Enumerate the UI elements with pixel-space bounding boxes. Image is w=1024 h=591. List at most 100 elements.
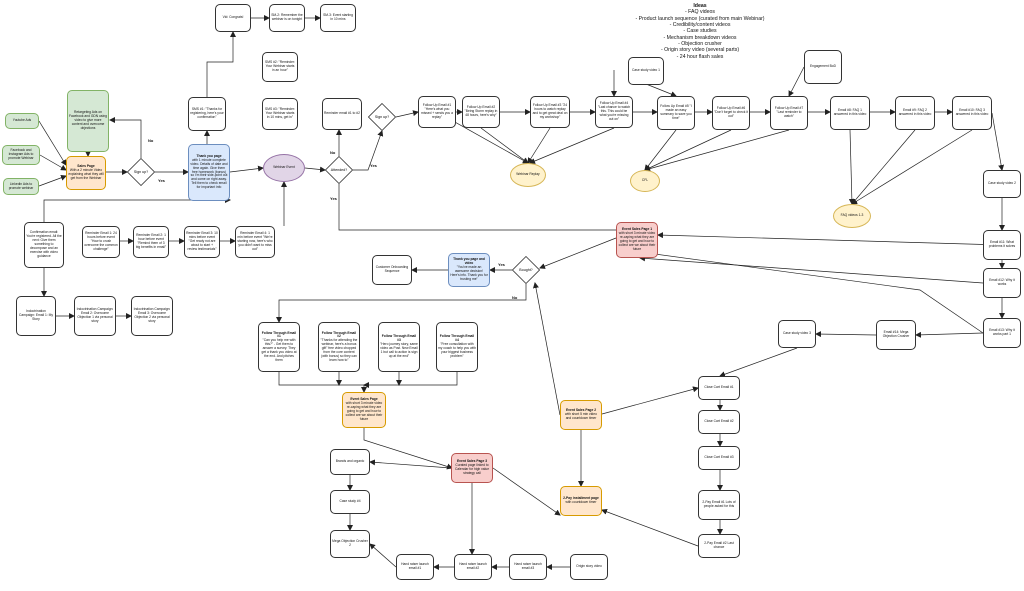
connector-40: [480, 127, 529, 164]
node-content: Reminder email #1 to #2: [324, 111, 360, 116]
node-facebook: Facebook and Instagram Ads to promote We…: [2, 145, 40, 165]
node-text: Hand raiser launch email #2: [459, 562, 487, 570]
node-content: Origin story video: [576, 564, 602, 569]
node-sms3: SMS #3: "Reminder: Your Webinar starts i…: [262, 98, 298, 130]
edge-label-no1: No: [148, 138, 154, 143]
node-title: Follow Through Email #2: [321, 330, 357, 339]
node-text: Follow Up Email #4 "Last chance to watch…: [597, 101, 631, 121]
node-close2: Close Cart Email #2: [698, 410, 740, 434]
node-text: Follow Up Email #1 "Here's what you miss…: [421, 103, 453, 119]
connector-47: [645, 83, 677, 97]
ideas-item: - Mechanism breakdown videos: [663, 34, 737, 41]
decision-signup: Sign up?: [127, 158, 155, 186]
node-content: Follow Up Email #7 "Last reminder to wat…: [772, 106, 806, 119]
connector-41: [527, 127, 551, 164]
edge-label-no3: No: [512, 295, 518, 300]
node-text: CFL: [641, 178, 649, 183]
node-ft2: Follow Through Email #2"Thanks for atten…: [318, 322, 360, 372]
node-text: Follow Up Email #6 "Don't forget to chec…: [714, 106, 748, 118]
node-text: Email #10: FAQ 3 answered in this video: [955, 108, 989, 116]
node-content: Webinar Replay: [516, 172, 539, 177]
node-ft1: Follow Through Email #1"Can you help me …: [258, 322, 300, 372]
node-content: Email #9: FAQ 2 answered in this video: [897, 108, 933, 117]
connector-12: [304, 166, 326, 173]
node-text: Close Cart Email #3: [704, 455, 734, 460]
node-text: SM-3: Event starting in 10 mins: [323, 13, 353, 21]
decision-bought: Bought?: [512, 256, 540, 284]
node-eng: Engagement BoD: [804, 50, 842, 84]
node-title: 2-Pay installment page: [563, 496, 599, 501]
node-text: SMS #1: "Thanks for registering, here's …: [190, 107, 224, 119]
node-youtube: Youtube Ads: [5, 113, 39, 129]
connector-lines: [38, 15, 1005, 570]
node-text: 2-Pay Email #1 Lots of people asked for …: [702, 500, 736, 508]
node-onboard: Customer Onboarding Sequence: [372, 255, 412, 285]
node-sms4: Vid: Congrats!: [215, 4, 251, 32]
node-content: Vid: Congrats!: [223, 15, 244, 20]
node-content: Indoctrination Campaign: Email 1: My Sto…: [18, 309, 54, 322]
node-remind: Reminder email #1 to #2: [322, 98, 362, 130]
node-content: Follow Through Email #3"Hero journey sto…: [380, 334, 418, 358]
edge-label-yes3: Yes: [330, 196, 337, 201]
node-text: Indoctrination Campaign: Email 3: Overco…: [133, 307, 171, 323]
connector-36: [601, 508, 699, 547]
node-content: Youtube Ads: [13, 118, 31, 123]
node-text: with short 3 minute video re-caping what…: [618, 231, 656, 251]
node-content: Mega Objection Crusher 2: [332, 539, 368, 548]
connector-50: [851, 129, 916, 205]
node-text: Email #12: Why it works: [989, 278, 1015, 286]
node-ft4: Follow Through Email #4"Free consultatio…: [436, 322, 478, 372]
ideas-item: - Origin story video (several parts): [660, 47, 740, 54]
ideas-item: - 24 hour flash sales: [676, 53, 724, 60]
connector-25: [991, 112, 1005, 171]
node-title: Thank you page: [196, 154, 222, 159]
connector-53: [639, 255, 984, 284]
connector-0: [38, 120, 67, 166]
diamond-shape: [368, 103, 396, 131]
node-rem2: Reminder Email 2: 1 hour before event "R…: [133, 226, 169, 258]
node-cs3: Case study video 3: [778, 320, 816, 348]
node-cs2: Case study video 2: [983, 170, 1021, 198]
diamond-shape: [325, 156, 353, 184]
node-content: Email #10: FAQ 3 answered in this video: [954, 108, 990, 117]
decision-text: Bought?: [519, 268, 533, 272]
node-text: Engagement BoD: [809, 64, 837, 69]
node-fu2: Follow Up Email #2 "Being Storm replay i…: [462, 96, 500, 128]
node-text: Reminder Email 2: 1 hour before event "R…: [135, 233, 167, 249]
connector-29: [915, 331, 984, 338]
node-content: Customer Onboarding Sequence: [374, 265, 410, 274]
node-content: Close Cart Email #1: [704, 385, 733, 390]
node-faqv: FAQ videos 1-3: [833, 204, 871, 228]
connector-55: [539, 237, 617, 269]
node-text: Follow Up Email #3 "24 hours to watch re…: [532, 103, 568, 119]
edge-label-yes4: Yes: [498, 262, 505, 267]
node-fu5: Follow Up Email #5 "I made an easy summa…: [657, 96, 695, 130]
node-pay2b: 2-Pay Email #2 Last chance: [698, 534, 740, 558]
node-content: Email #11: What problems it solves: [985, 240, 1019, 249]
node-content: Case study video 1: [632, 68, 660, 73]
node-content: Follow Up Email #5 "I made an easy summa…: [659, 104, 693, 121]
node-text: Curated page linked to Calendar for high…: [454, 463, 490, 475]
connector-2: [38, 174, 67, 187]
connector-48: [788, 66, 805, 97]
edge-label-yes2: Yes: [370, 163, 377, 168]
node-content: 2-Pay Email #1 Lots of people asked for …: [700, 500, 738, 509]
node-text: Retargeting Ads on Facebook and GDN usin…: [69, 110, 107, 130]
edge-label-yes1: Yes: [158, 178, 165, 183]
node-content: Confirmation email: You're registered. A…: [26, 230, 62, 258]
connector-54: [639, 249, 984, 334]
connector-64: [532, 282, 561, 416]
node-title: Follow Through Email #4: [439, 334, 475, 343]
node-fu1: Follow Up Email #1 "Here's what you miss…: [418, 96, 456, 128]
node-title: Sales Page: [77, 164, 95, 169]
connector-1: [39, 154, 67, 171]
node-fu7: Follow Up Email #7 "Last reminder to wat…: [770, 96, 808, 130]
node-text: Linkedin Ads to promote webinar: [8, 181, 34, 190]
node-text: Email #9: FAQ 2 answered in this video: [898, 108, 932, 116]
node-brand: Brands and organic: [330, 449, 370, 475]
node-conf: Confirmation email: You're registered. A…: [24, 222, 64, 268]
